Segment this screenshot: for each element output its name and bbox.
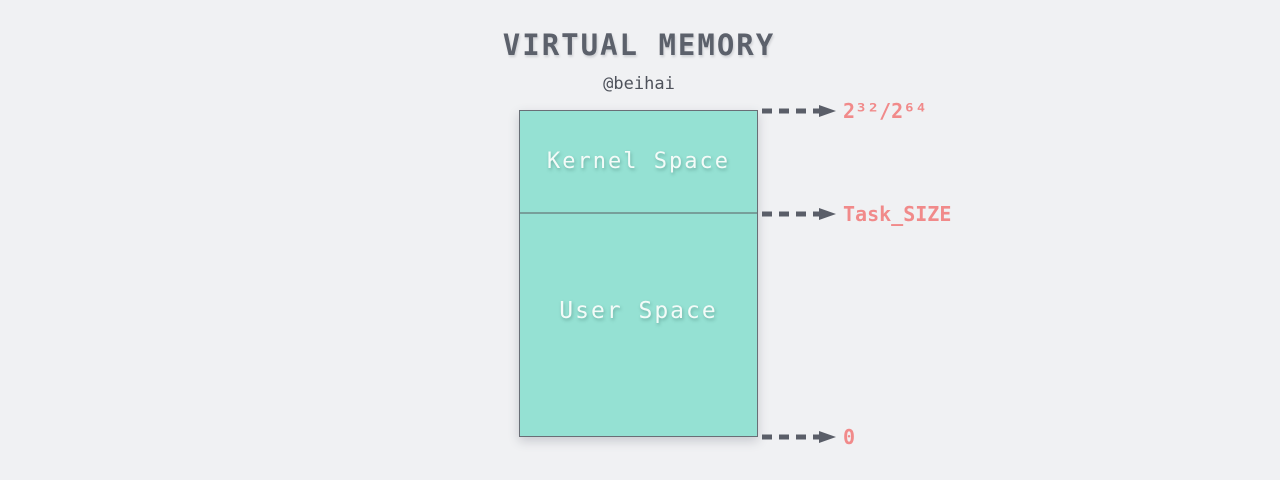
marker-label-task-size: Task_SIZE xyxy=(843,202,952,226)
kernel-space-region: Kernel Space xyxy=(520,111,757,214)
marker-top: 2³²/2⁶⁴ xyxy=(761,96,927,126)
user-space-region: User Space xyxy=(520,214,757,436)
memory-address-space-box: Kernel Space User Space xyxy=(519,110,758,437)
kernel-space-label: Kernel Space xyxy=(547,149,730,174)
diagram-author: @beihai xyxy=(603,74,675,94)
marker-label-address-zero: 0 xyxy=(843,425,856,449)
diagram-title: VIRTUAL MEMORY xyxy=(502,28,776,62)
marker-label-address-max: 2³²/2⁶⁴ xyxy=(843,99,928,123)
dashed-arrow-icon xyxy=(762,208,836,220)
user-space-label: User Space xyxy=(559,298,718,324)
marker-middle: Task_SIZE xyxy=(761,199,951,229)
dashed-arrow-icon xyxy=(762,105,836,117)
marker-bottom: 0 xyxy=(761,422,855,452)
dashed-arrow-icon xyxy=(762,431,836,443)
